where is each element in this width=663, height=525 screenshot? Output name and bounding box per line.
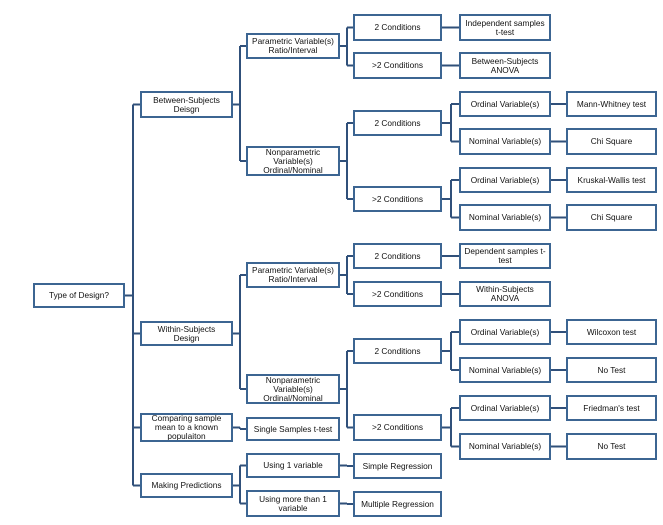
node-chi-square: Chi Square <box>566 128 657 155</box>
node-bs-nonparametric: Nonparametric Variable(s) Ordinal/Nomina… <box>246 146 340 176</box>
node-ws-2c-ordinal: Ordinal Variable(s) <box>459 319 551 345</box>
node-ws-nonparam-2-conditions: 2 Conditions <box>353 338 442 364</box>
node-no-test: No Test <box>566 357 657 383</box>
node-independent-samples-t-test: Independent samples t-test <box>459 14 551 41</box>
node-wilcoxon-test: Wilcoxon test <box>566 319 657 345</box>
node-bs-2c-ordinal: Ordinal Variable(s) <box>459 91 551 117</box>
node-single-samples-t-test: Single Samples t-test <box>246 417 340 441</box>
node-bs-2c-nominal: Nominal Variable(s) <box>459 128 551 155</box>
node-bs-param-2-conditions: 2 Conditions <box>353 14 442 41</box>
node-kruskal-wallis-test: Kruskal-Wallis test <box>566 167 657 193</box>
node-dependent-samples-t-test: Dependent samples t-test <box>459 243 551 269</box>
node-using-1-variable: Using 1 variable <box>246 453 340 478</box>
node-ws-nonparametric: Nonparametric Variable(s) Ordinal/Nomina… <box>246 374 340 404</box>
node-ws-gt2-nominal: Nominal Variable(s) <box>459 433 551 460</box>
node-making-predictions: Making Predictions <box>140 473 233 498</box>
node-comparing-sample-mean: Comparing sample mean to a known populai… <box>140 413 233 442</box>
node-bs-nonparam-gt2-conditions: >2 Conditions <box>353 186 442 212</box>
node-ws-parametric: Parametric Variable(s) Ratio/Interval <box>246 262 340 288</box>
node-type-of-design: Type of Design? <box>33 283 125 308</box>
node-bs-gt2-ordinal: Ordinal Variable(s) <box>459 167 551 193</box>
node-within-subjects-anova: Within-Subjects ANOVA <box>459 281 551 307</box>
node-friedmans-test: Friedman's test <box>566 395 657 421</box>
node-ws-nonparam-gt2-conditions: >2 Conditions <box>353 414 442 441</box>
node-using-more-variables: Using more than 1 variable <box>246 490 340 517</box>
node-bs-param-gt2-conditions: >2 Conditions <box>353 52 442 79</box>
node-multiple-regression: Multiple Regression <box>353 491 442 517</box>
node-within-subjects: Within-Subjects Design <box>140 321 233 346</box>
node-simple-regression: Simple Regression <box>353 453 442 479</box>
node-ws-2c-nominal: Nominal Variable(s) <box>459 357 551 383</box>
node-bs-parametric: Parametric Variable(s) Ratio/Interval <box>246 33 340 59</box>
node-ws-gt2-ordinal: Ordinal Variable(s) <box>459 395 551 421</box>
node-ws-param-gt2-conditions: >2 Conditions <box>353 281 442 307</box>
node-bs-nonparam-2-conditions: 2 Conditions <box>353 110 442 136</box>
node-bs-gt2-nominal: Nominal Variable(s) <box>459 204 551 231</box>
node-between-subjects: Between-Subjects Deisgn <box>140 91 233 118</box>
node-mann-whitney-test: Mann-Whitney test <box>566 91 657 117</box>
node-between-subjects-anova: Between-Subjects ANOVA <box>459 52 551 79</box>
node-chi-square: Chi Square <box>566 204 657 231</box>
node-ws-param-2-conditions: 2 Conditions <box>353 243 442 269</box>
node-no-test: No Test <box>566 433 657 460</box>
